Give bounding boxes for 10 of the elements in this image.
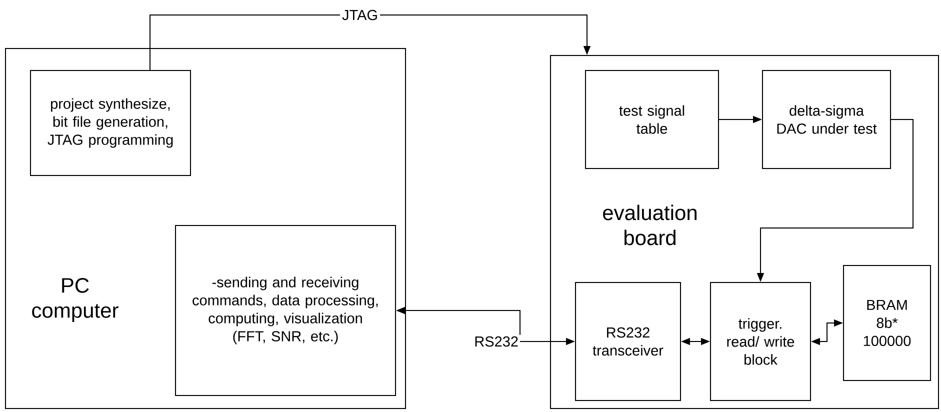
process-box: test signal table bbox=[585, 70, 719, 169]
arrow bbox=[150, 14, 591, 70]
process-box: delta-sigma DAC under test bbox=[762, 70, 892, 169]
signal-label: RS232 bbox=[475, 336, 518, 347]
process-box: BRAM 8b* 100000 bbox=[843, 265, 932, 381]
process-box: -sending and receiving commands, data processing, computing, visualization (FFT, SNR, etc.) bbox=[175, 225, 396, 396]
process-box: project synthesize, bit file generation, JTAG programming bbox=[30, 70, 191, 176]
process-box: RS232 transceiver bbox=[575, 282, 681, 401]
process-box: trigger. read/ write block bbox=[710, 282, 811, 401]
edge-label: JTAG bbox=[340, 8, 380, 22]
